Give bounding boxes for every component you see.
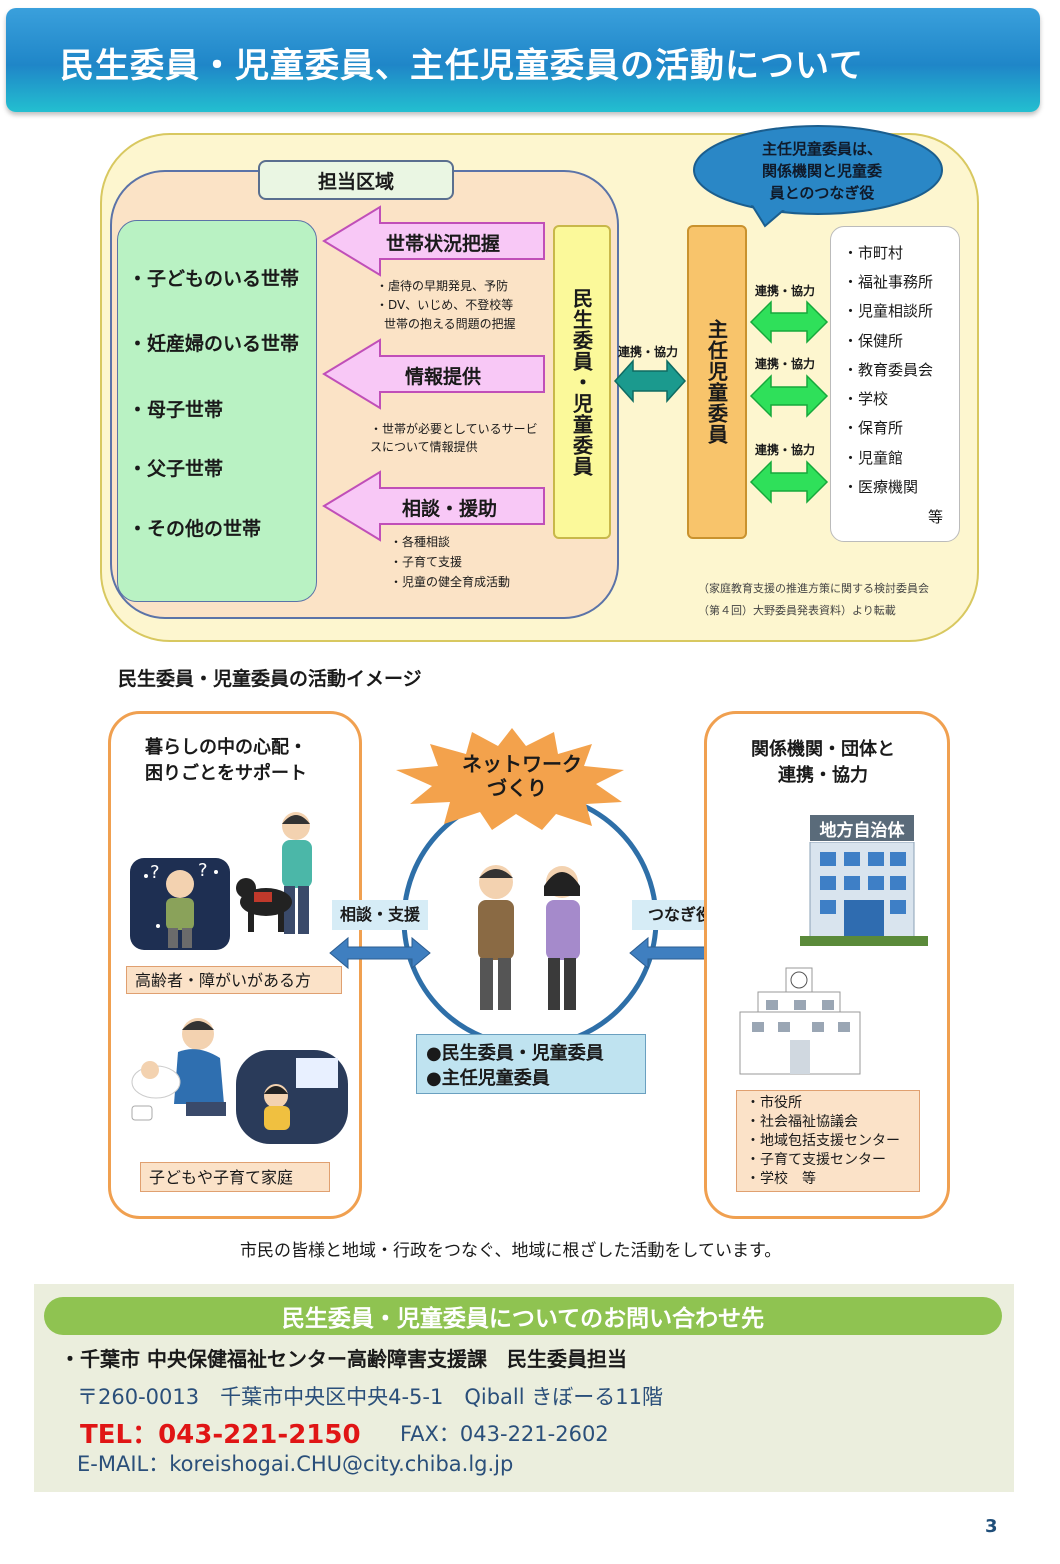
link-label: 連携・協力	[755, 282, 815, 299]
member-line: ●主任児童委員	[426, 1064, 550, 1090]
arrow-label: 情報提供	[405, 362, 481, 389]
shunin-label: 主任児童委員	[703, 319, 732, 445]
minsei-box: 民生委員・児童委員	[553, 225, 611, 539]
family-tag: 子どもや子育て家庭	[140, 1162, 330, 1192]
area-label: 担当区域	[258, 160, 454, 200]
partners-heading-line: 関係機関・団体と	[728, 737, 918, 763]
bubble-line: 員とのつなぎ役	[738, 182, 906, 204]
agency-item: ・福祉事務所	[843, 271, 933, 292]
network-label-line: づくり	[462, 776, 572, 800]
activity-image-title: 民生委員・児童委員の活動イメージ	[118, 664, 422, 691]
arrow-note: ・児童の健全育成活動	[390, 573, 510, 592]
household-item: ・父子世帯	[128, 454, 223, 481]
agency-item: ・保健所	[843, 330, 903, 351]
agency-etc: 等	[928, 506, 943, 527]
arrow-label: 世帯状況把握	[386, 229, 500, 256]
minsei-label: 民生委員・児童委員	[568, 288, 597, 477]
org-item: ・市役所	[746, 1094, 802, 1112]
arrow-note: ・DV、いじめ、不登校等	[376, 296, 513, 315]
contact-phone[interactable]: TEL：043-221-2150	[80, 1414, 361, 1451]
household-item: ・母子世帯	[128, 395, 223, 422]
bubble-text: 主任児童委員は、 関係機関と児童委 員とのつなぎ役	[738, 138, 906, 204]
tagline: 市民の皆様と地域・行政をつなぐ、地域に根ざした活動をしています。	[240, 1236, 781, 1261]
contact-fax: FAX：043-221-2602	[400, 1418, 609, 1448]
svg-text:?: ?	[150, 862, 160, 883]
agency-item: ・児童相談所	[843, 300, 933, 321]
contact-department: ・千葉市 中央保健福祉センター高齢障害支援課 民生委員担当	[60, 1343, 627, 1372]
support-heading-line: 暮らしの中の心配・	[145, 735, 325, 761]
members-illustration	[464, 856, 594, 1016]
double-arrow-icon	[749, 374, 829, 418]
school-building-icon	[738, 966, 864, 1076]
consult-label: 相談・支援	[332, 900, 428, 930]
network-label-line: ネットワーク	[462, 752, 572, 776]
partners-heading-line: 連携・協力	[728, 763, 918, 789]
agency-item: ・医療機関	[843, 476, 918, 497]
double-arrow-icon	[613, 358, 687, 404]
gov-building-icon	[800, 842, 930, 950]
bubble-line: 主任児童委員は、	[738, 138, 906, 160]
household-item: ・妊産婦のいる世帯	[128, 329, 299, 356]
arrow-note: スについて情報提供	[370, 438, 478, 457]
org-item: ・社会福祉協議会	[746, 1113, 858, 1131]
agency-item: ・学校	[843, 388, 888, 409]
link-label: 連携・協力	[755, 355, 815, 372]
support-heading-line: 困りごとをサポート	[145, 761, 325, 787]
partners-heading: 関係機関・団体と 連携・協力	[728, 737, 918, 789]
household-item: ・その他の世帯	[128, 514, 261, 541]
elderly-illustration: ? ?	[128, 806, 338, 954]
org-item: ・学校 等	[746, 1170, 816, 1188]
support-heading: 暮らしの中の心配・ 困りごとをサポート	[145, 735, 325, 787]
source-note: （家庭教育支援の推進方策に関する検討委員会	[698, 580, 929, 596]
gov-sign: 地方自治体	[810, 815, 914, 841]
svg-text:?: ?	[198, 860, 208, 881]
double-arrow-icon	[749, 300, 829, 344]
agency-item: ・市町村	[843, 242, 903, 263]
member-line: ●民生委員・児童委員	[426, 1039, 604, 1065]
page-title: 民生委員・児童委員、主任児童委員の活動について	[60, 38, 864, 87]
shunin-box: 主任児童委員	[687, 225, 747, 539]
elderly-tag: 高齢者・障がいがある方	[126, 966, 342, 994]
network-label: ネットワーク づくり	[462, 752, 572, 800]
arrow-note: 世帯の抱える問題の把握	[384, 315, 516, 334]
arrow-note: ・虐待の早期発見、予防	[376, 277, 508, 296]
arrow-note: ・子育て支援	[390, 553, 462, 572]
child-illustration	[128, 1008, 348, 1148]
link-label: 連携・協力	[755, 441, 815, 458]
agency-item: ・児童館	[843, 447, 903, 468]
page-number: 3	[985, 1516, 998, 1537]
agency-item: ・教育委員会	[843, 359, 933, 380]
org-item: ・地域包括支援センター	[746, 1132, 900, 1150]
org-item: ・子育て支援センター	[746, 1151, 886, 1169]
double-arrow-icon	[328, 936, 432, 970]
contact-address: 〒260-0013 千葉市中央区中央4-5-1 Qiball きぼーる11階	[77, 1381, 663, 1411]
arrow-note: ・各種相談	[390, 533, 450, 552]
arrow-note: ・世帯が必要としているサービ	[370, 420, 538, 439]
contact-title: 民生委員・児童委員についてのお問い合わせ先	[44, 1297, 1002, 1335]
agency-item: ・保育所	[843, 417, 903, 438]
source-note: （第４回）大野委員発表資料）より転載	[698, 602, 896, 618]
double-arrow-icon	[749, 460, 829, 504]
bubble-line: 関係機関と児童委	[738, 160, 906, 182]
contact-email[interactable]: E-MAIL：koreishogai.CHU@city.chiba.lg.jp	[77, 1448, 513, 1478]
arrow-label: 相談・援助	[402, 494, 497, 521]
household-item: ・子どものいる世帯	[128, 264, 299, 291]
